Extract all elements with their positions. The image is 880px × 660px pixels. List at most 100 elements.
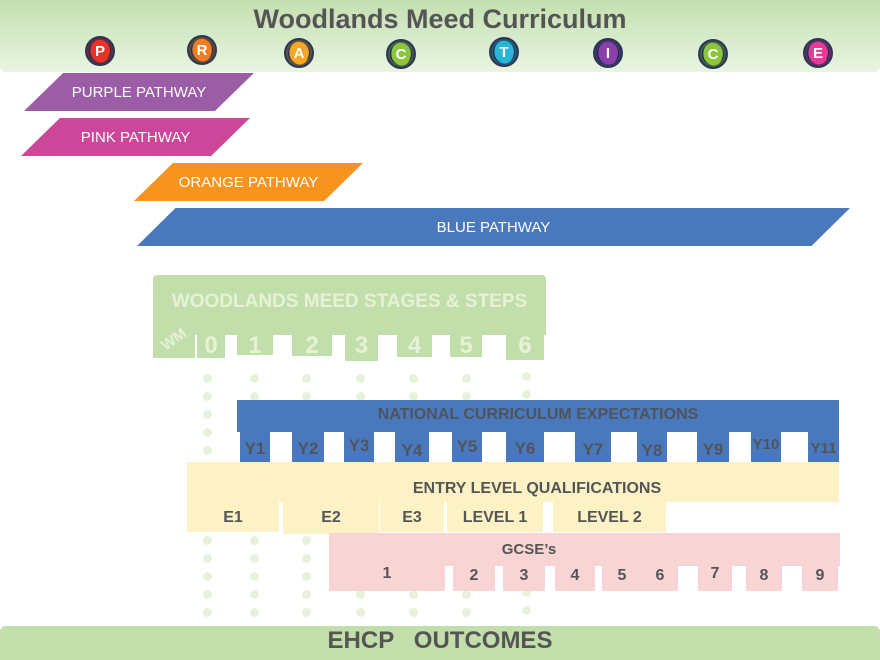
nc-year-label: Y2 bbox=[297, 439, 319, 458]
gcse-grade-label: 9 bbox=[815, 567, 825, 584]
entry-level-cell bbox=[380, 500, 444, 532]
nc-year-label: Y6 bbox=[514, 439, 536, 458]
entry-level-cell bbox=[187, 500, 279, 532]
entry-level-label: LEVEL 1 bbox=[462, 509, 528, 526]
connector-dot bbox=[409, 590, 418, 599]
gcse-grade-cell bbox=[453, 564, 495, 591]
nc-year-label: Y9 bbox=[702, 440, 724, 459]
gcse-grade-label: 2 bbox=[469, 567, 479, 584]
stage-step-cell bbox=[237, 330, 273, 355]
connector-dot bbox=[462, 392, 471, 401]
connector-dot bbox=[250, 374, 259, 383]
connector-dot bbox=[250, 554, 259, 563]
national-curriculum-title: NATIONAL CURRICULUM EXPECTATIONS bbox=[377, 406, 699, 423]
connector-dot bbox=[250, 536, 259, 545]
practice-badge-a-icon: A bbox=[284, 38, 314, 68]
entry-level-title: ENTRY LEVEL QUALIFICATIONS bbox=[412, 480, 662, 497]
badge-letter: E bbox=[812, 44, 823, 62]
nc-year-label: Y7 bbox=[582, 440, 604, 459]
entry-level-label: E2 bbox=[321, 509, 341, 526]
connector-dot bbox=[203, 590, 212, 599]
nc-year-cell bbox=[395, 430, 429, 462]
badge-letter: I bbox=[605, 44, 611, 62]
entry-level-cell bbox=[447, 500, 543, 532]
badge-letter: A bbox=[293, 44, 305, 62]
connector-dot bbox=[203, 428, 212, 437]
nc-year-label: Y3 bbox=[348, 436, 370, 455]
connector-dot bbox=[462, 590, 471, 599]
nc-year-label: Y4 bbox=[401, 441, 423, 460]
nc-year-cell bbox=[344, 430, 374, 462]
connector-dot bbox=[203, 572, 212, 581]
orange-pathway: ORANGE PATHWAY bbox=[134, 163, 363, 201]
gcse-grade-cell bbox=[555, 564, 595, 591]
stage-step-label: 2 bbox=[305, 332, 319, 359]
connector-dot bbox=[302, 374, 311, 383]
connector-dot bbox=[409, 392, 418, 401]
stage-step-cell bbox=[153, 330, 195, 358]
practice-badge-c-icon: C bbox=[386, 39, 416, 69]
connector-dot bbox=[302, 590, 311, 599]
entry-level-label: E1 bbox=[223, 509, 243, 526]
connector-dot bbox=[462, 608, 471, 617]
connector-dot bbox=[203, 446, 212, 455]
orange-pathway-label: ORANGE PATHWAY bbox=[178, 173, 319, 191]
gcse-title: GCSE’s bbox=[501, 541, 557, 558]
connector-dot bbox=[203, 410, 212, 419]
practice-badge-p-icon: P bbox=[85, 36, 115, 66]
connector-dot bbox=[302, 536, 311, 545]
stage-step-cell bbox=[506, 330, 544, 360]
connector-dot bbox=[409, 608, 418, 617]
gcse-grade-label: 5 bbox=[617, 567, 627, 584]
stage-step-label: 3 bbox=[354, 332, 369, 359]
practice-badge-t-icon: T bbox=[489, 37, 519, 67]
connector-dot bbox=[302, 572, 311, 581]
connector-dot bbox=[203, 374, 212, 383]
gcse-grade-cell bbox=[746, 564, 782, 591]
page-title: Woodlands Meed Curriculum bbox=[253, 4, 627, 34]
connector-dot bbox=[522, 606, 531, 615]
gcse-grade-cell bbox=[698, 564, 732, 591]
stage-step-cell bbox=[397, 330, 432, 357]
ehcp-outcomes-bar bbox=[0, 626, 880, 660]
badge-letter: C bbox=[395, 45, 407, 63]
gcse-grade-label: 8 bbox=[759, 567, 769, 584]
nc-year-cell bbox=[452, 430, 482, 462]
connector-dot bbox=[250, 392, 259, 401]
connector-dot bbox=[250, 572, 259, 581]
connector-dot bbox=[356, 590, 365, 599]
entry-level-cell bbox=[283, 500, 379, 534]
connector-dot bbox=[356, 392, 365, 401]
gcse-grade-cell bbox=[503, 564, 545, 591]
connector-dot bbox=[522, 372, 531, 381]
badge-letter: C bbox=[707, 45, 719, 63]
connector-dot bbox=[409, 374, 418, 383]
entry-level-label: LEVEL 2 bbox=[577, 509, 642, 526]
connector-dot bbox=[302, 392, 311, 401]
pink-pathway: PINK PATHWAY bbox=[21, 118, 250, 156]
entry-level-cell bbox=[553, 500, 666, 532]
stage-step-label: 1 bbox=[248, 332, 262, 359]
connector-dot bbox=[203, 554, 212, 563]
connector-dot bbox=[302, 554, 311, 563]
national-curriculum-bar bbox=[237, 400, 839, 432]
nc-year-cell bbox=[575, 430, 611, 462]
nc-year-label: Y1 bbox=[244, 439, 266, 458]
stage-step-label: 0 bbox=[204, 332, 218, 359]
ehcp-outcomes-label: EHCP OUTCOMES bbox=[327, 627, 553, 654]
nc-year-label: Y5 bbox=[456, 437, 478, 456]
connector-dot bbox=[203, 392, 212, 401]
nc-year-label: Y11 bbox=[810, 440, 837, 457]
nc-year-cell bbox=[697, 430, 729, 462]
stage-step-cell bbox=[345, 330, 378, 361]
stage-step-cell bbox=[450, 330, 482, 357]
nc-year-cell bbox=[751, 430, 781, 462]
gcse-grade-cell bbox=[802, 564, 838, 591]
connector-dot bbox=[356, 608, 365, 617]
stage-step-cell bbox=[292, 330, 332, 356]
nc-year-cell bbox=[240, 430, 270, 462]
connector-dot bbox=[462, 374, 471, 383]
practice-badge-i-icon: I bbox=[593, 38, 623, 68]
gcse-grade-label: 7 bbox=[710, 565, 720, 582]
blue-pathway-label: BLUE PATHWAY bbox=[436, 218, 551, 236]
